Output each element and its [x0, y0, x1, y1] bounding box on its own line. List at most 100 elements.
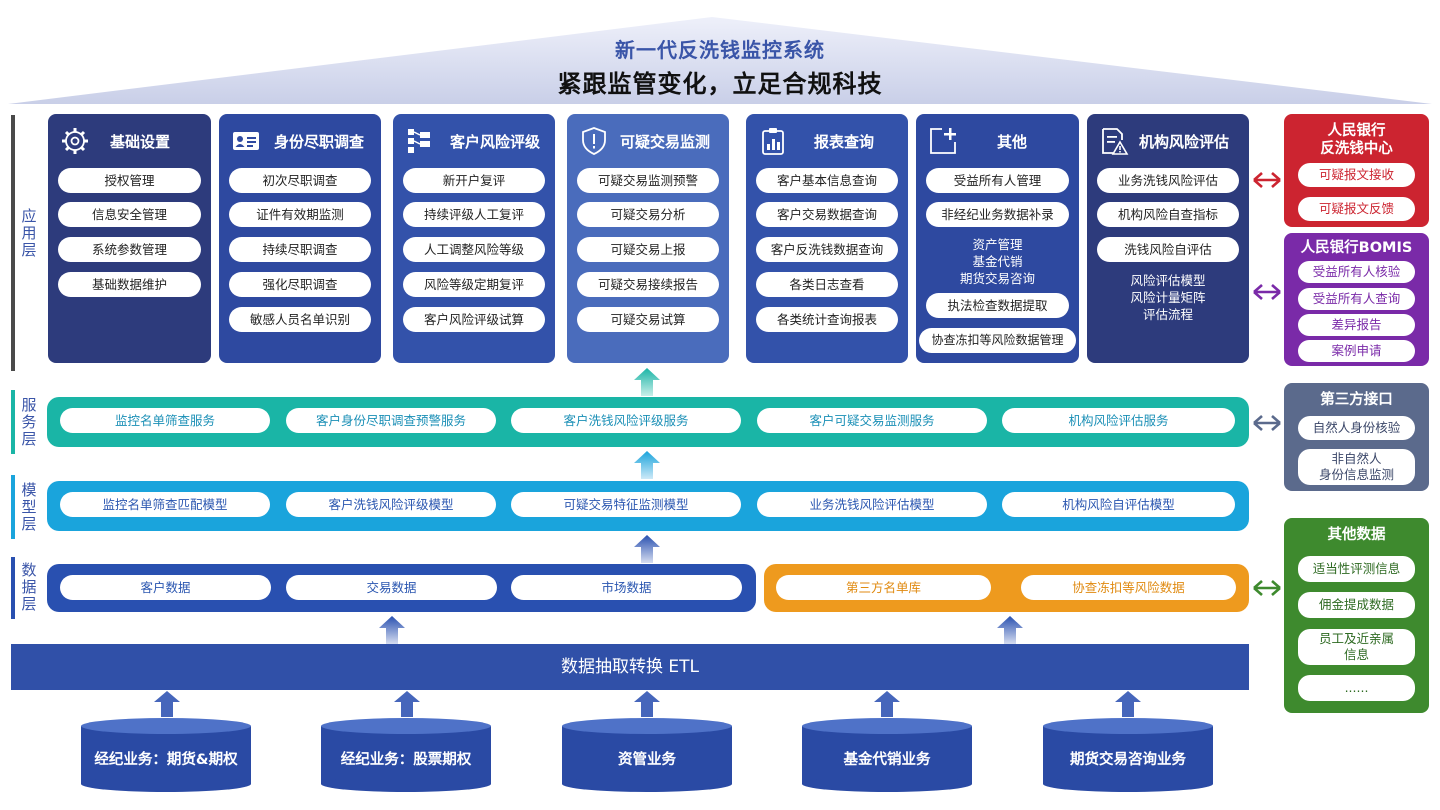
clipboard-chart-icon [762, 128, 784, 155]
model-suspicious-feature[interactable]: 可疑交易特征监测模型 [511, 492, 741, 517]
menu-item-non-brokerage-data[interactable]: 非经纪业务数据补录 [926, 202, 1069, 227]
menu-item-beneficial-owner[interactable]: 受益所有人管理 [926, 168, 1069, 193]
double-arrow-icon [1253, 172, 1281, 188]
item-suspicious-feedback[interactable]: 可疑报文反馈 [1298, 197, 1415, 221]
menu-item-ongoing-dd[interactable]: 持续尽职调查 [229, 237, 371, 262]
panel-other-data: 其他数据 适当性评测信息 佣金提成数据 员工及近亲属 信息 ...... [1284, 518, 1429, 713]
assessment-methods-text: 风险评估模型 风险计量矩阵 评估流程 [1130, 273, 1206, 322]
arrow-up-icon [379, 616, 405, 644]
menu-item-tx-data-query[interactable]: 客户交易数据查询 [756, 202, 898, 227]
data-customer[interactable]: 客户数据 [60, 575, 271, 600]
roof-banner [8, 17, 1432, 104]
menu-item-customer-info-query[interactable]: 客户基本信息查询 [756, 168, 898, 193]
card-title: 客户风险评级 [450, 133, 541, 151]
app-card-due-diligence: 身份尽职调查 初次尽职调查 证件有效期监测 持续尽职调查 强化尽职调查 敏感人员… [219, 114, 381, 363]
menu-item-suspicious-report[interactable]: 可疑交易上报 [577, 237, 719, 262]
shield-alert-icon [582, 127, 606, 155]
source-futures-options: 经纪业务：期货&期权 [81, 718, 251, 792]
source-label: 经纪业务：期货&期权 [94, 752, 238, 768]
etl-bar: 数据抽取转换 ETL [11, 644, 1249, 690]
model-watchlist-match[interactable]: 监控名单筛查匹配模型 [60, 492, 270, 517]
panel-title: 人民银行 反洗钱中心 [1320, 123, 1393, 157]
data-transaction[interactable]: 交易数据 [286, 575, 497, 600]
item-suspicious-receive[interactable]: 可疑报文接收 [1298, 163, 1415, 187]
service-institution-risk[interactable]: 机构风险评估服务 [1002, 408, 1235, 433]
item-bo-query[interactable]: 受益所有人查询 [1298, 288, 1415, 310]
card-title: 机构风险评估 [1139, 133, 1230, 151]
menu-item-id-validity[interactable]: 证件有效期监测 [229, 202, 371, 227]
menu-item-business-risk[interactable]: 业务洗钱风险评估 [1097, 168, 1239, 193]
menu-item-new-account-review[interactable]: 新开户复评 [403, 168, 545, 193]
app-card-reports: 报表查询 客户基本信息查询 客户交易数据查询 客户反洗钱数据查询 各类日志查看 … [746, 114, 908, 363]
menu-item-system-params[interactable]: 系统参数管理 [58, 237, 201, 262]
item-entity-monitor[interactable]: 非自然人 身份信息监测 [1298, 449, 1415, 485]
business-lines-text: 资产管理 基金代销 期货交易咨询 [959, 237, 1035, 286]
menu-item-authorization[interactable]: 授权管理 [58, 168, 201, 193]
item-diff-report[interactable]: 差异报告 [1298, 314, 1415, 336]
model-self-assessment[interactable]: 机构风险自评估模型 [1002, 492, 1235, 517]
arrow-up-icon [634, 535, 660, 563]
card-title: 其他 [997, 133, 1028, 151]
item-case-request[interactable]: 案例申请 [1298, 340, 1415, 362]
id-card-icon [233, 132, 259, 150]
item-bo-verify[interactable]: 受益所有人核验 [1298, 261, 1415, 283]
double-arrow-icon [1253, 580, 1281, 596]
menu-item-log-view[interactable]: 各类日志查看 [756, 272, 898, 297]
menu-item-initial-dd[interactable]: 初次尽职调查 [229, 168, 371, 193]
menu-item-periodic-review[interactable]: 风险等级定期复评 [403, 272, 545, 297]
menu-item-aml-data-query[interactable]: 客户反洗钱数据查询 [756, 237, 898, 262]
arrow-up-icon [634, 451, 660, 479]
source-label: 基金代销业务 [843, 752, 931, 768]
model-business-risk[interactable]: 业务洗钱风险评估模型 [757, 492, 987, 517]
item-employee-relatives[interactable]: 员工及近亲属 信息 [1298, 629, 1415, 665]
menu-item-stats-report[interactable]: 各类统计查询报表 [756, 307, 898, 332]
page-title: 新一代反洗钱监控系统 [615, 38, 825, 62]
menu-item-rating-trial[interactable]: 客户风险评级试算 [403, 307, 545, 332]
model-risk-rating[interactable]: 客户洗钱风险评级模型 [286, 492, 496, 517]
menu-item-suspicious-alert[interactable]: 可疑交易监测预警 [577, 168, 719, 193]
service-suspicious-monitor[interactable]: 客户可疑交易监测服务 [757, 408, 987, 433]
item-person-verify[interactable]: 自然人身份核验 [1298, 416, 1415, 440]
model-layer-label: 模型层 [21, 481, 37, 533]
menu-item-inspection-data[interactable]: 执法检查数据提取 [926, 293, 1069, 318]
menu-item-enhanced-dd[interactable]: 强化尽职调查 [229, 272, 371, 297]
arrow-up-icon [634, 368, 660, 396]
database-icon [1043, 718, 1213, 792]
service-risk-rating[interactable]: 客户洗钱风险评级服务 [511, 408, 741, 433]
menu-item-basic-data[interactable]: 基础数据维护 [58, 272, 201, 297]
menu-item-continuation-report[interactable]: 可疑交易接续报告 [577, 272, 719, 297]
app-card-risk-rating: 客户风险评级 新开户复评 持续评级人工复评 人工调整风险等级 风险等级定期复评 … [393, 114, 555, 363]
app-card-institution-risk: 机构风险评估 业务洗钱风险评估 机构风险自查指标 洗钱风险自评估 风险评估模型 … [1087, 114, 1249, 363]
data-layer-internal: 客户数据 交易数据 市场数据 [47, 564, 756, 612]
data-market[interactable]: 市场数据 [511, 575, 742, 600]
menu-item-info-security[interactable]: 信息安全管理 [58, 202, 201, 227]
panel-pboc-bomis: 人民银行BOMIS 受益所有人核验 受益所有人查询 差异报告 案例申请 [1284, 233, 1429, 366]
panel-pboc-aml-center: 人民银行 反洗钱中心 可疑报文接收 可疑报文反馈 [1284, 114, 1429, 227]
menu-item-self-assessment[interactable]: 洗钱风险自评估 [1097, 237, 1239, 262]
menu-item-self-check[interactable]: 机构风险自查指标 [1097, 202, 1239, 227]
item-commission[interactable]: 佣金提成数据 [1298, 592, 1415, 618]
service-watchlist[interactable]: 监控名单筛查服务 [60, 408, 270, 433]
panel-title: 其他数据 [1327, 527, 1386, 543]
menu-item-manual-review[interactable]: 持续评级人工复评 [403, 202, 545, 227]
service-dd-alert[interactable]: 客户身份尽职调查预警服务 [286, 408, 496, 433]
app-card-basic-settings: 基础设置 授权管理 信息安全管理 系统参数管理 基础数据维护 [48, 114, 211, 363]
database-icon [81, 718, 251, 792]
arrow-up-icon [394, 691, 420, 717]
menu-item-suspicious-analysis[interactable]: 可疑交易分析 [577, 202, 719, 227]
menu-item-suspicious-trial[interactable]: 可疑交易试算 [577, 307, 719, 332]
source-fund-distribution: 基金代销业务 [802, 718, 972, 792]
menu-item-adjust-risk[interactable]: 人工调整风险等级 [403, 237, 545, 262]
menu-item-sensitive-list[interactable]: 敏感人员名单识别 [229, 307, 371, 332]
item-suitability[interactable]: 适当性评测信息 [1298, 556, 1415, 582]
arrow-up-icon [154, 691, 180, 717]
gear-icon [62, 128, 88, 154]
data-layer-external: 第三方名单库 协查冻扣等风险数据 [764, 564, 1249, 612]
arrow-up-icon [1115, 691, 1141, 717]
item-more[interactable]: ...... [1298, 675, 1415, 701]
data-third-party-list[interactable]: 第三方名单库 [776, 575, 991, 600]
source-stock-options: 经纪业务：股票期权 [321, 718, 491, 792]
menu-item-freeze-data[interactable]: 协查冻扣等风险数据管理 [919, 328, 1076, 353]
source-futures-consulting: 期货交易咨询业务 [1043, 718, 1213, 792]
data-freeze-risk[interactable]: 协查冻扣等风险数据 [1021, 575, 1236, 600]
